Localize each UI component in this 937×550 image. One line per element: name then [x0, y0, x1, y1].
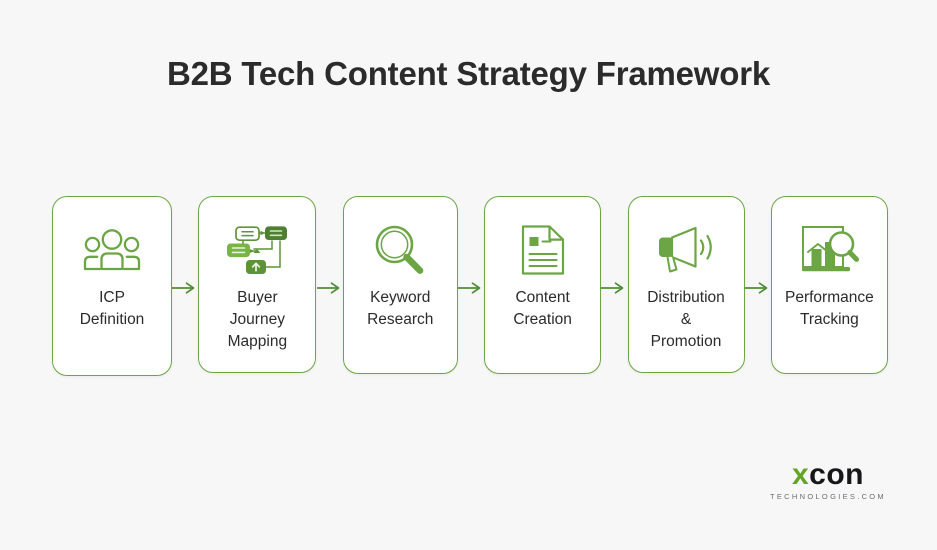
logo-mark-con: con	[809, 458, 865, 491]
arrow-right-icon	[316, 196, 343, 376]
page-title: B2B Tech Content Strategy Framework	[166, 55, 771, 92]
logo-wordmark: xcon	[758, 460, 898, 490]
flow-step-distribution-promotion[interactable]: Distribution & Promotion	[627, 196, 745, 373]
flow-step-label: Performance Tracking	[785, 289, 874, 328]
flow-step-label: Buyer Journey Mapping	[227, 289, 288, 350]
flowchart-icon	[224, 219, 290, 281]
arrow-right-icon	[457, 196, 484, 376]
logo-tagline: TECHNOLOGIES.COM	[770, 492, 886, 501]
magnifier-icon	[371, 219, 429, 281]
flow-step-buyer-journey-mapping[interactable]: Buyer Journey Mapping	[198, 196, 317, 373]
flow-step-label: ICP Definition	[79, 289, 145, 328]
arrow-right-icon	[744, 196, 771, 376]
megaphone-icon	[654, 219, 718, 281]
document-icon	[518, 219, 568, 281]
flow-step-icp-definition[interactable]: ICP Definition	[52, 196, 172, 376]
flow-step-keyword-research[interactable]: Keyword Research	[342, 196, 458, 374]
logo-mark-x: x	[791, 458, 810, 491]
bar-chart-magnifier-icon	[798, 219, 860, 281]
flow-step-label: Content Creation	[513, 289, 572, 328]
flow-step-label: Distribution & Promotion	[647, 289, 725, 350]
arrow-right-icon	[601, 196, 627, 376]
process-flow: ICP Definition	[52, 196, 888, 376]
flow-step-content-creation[interactable]: Content Creation	[484, 196, 602, 374]
flow-step-label: Keyword Research	[367, 289, 434, 328]
xcon-logo: xcon TECHNOLOGIES.COM	[758, 460, 898, 502]
people-group-icon	[81, 219, 143, 281]
arrow-right-icon	[172, 196, 198, 376]
flow-step-performance-tracking[interactable]: Performance Tracking	[770, 196, 888, 374]
